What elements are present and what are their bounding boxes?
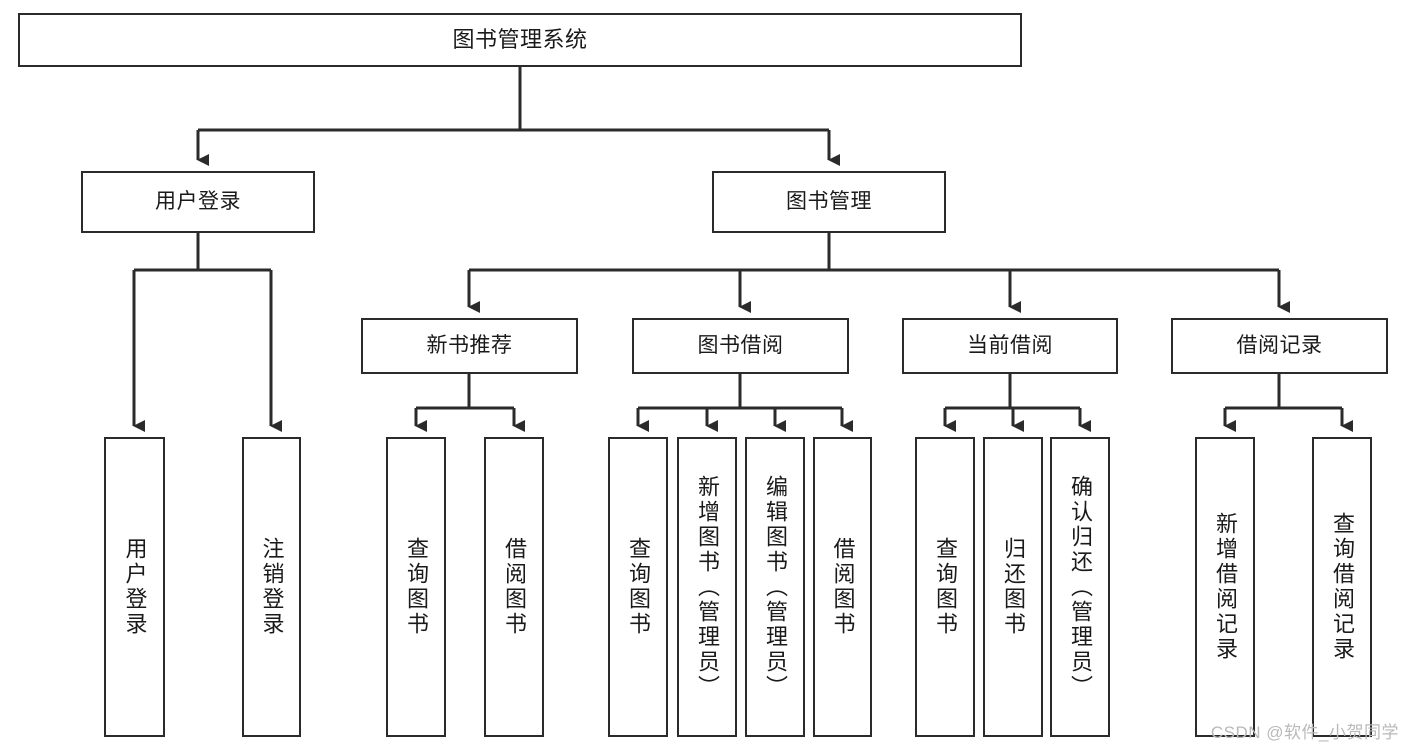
node-leaf-query-book-rec[interactable]: 查询图书 xyxy=(386,437,446,737)
node-current-borrow[interactable]: 当前借阅 xyxy=(902,318,1118,374)
node-leaf-user-login-label: 用户登录 xyxy=(122,537,148,637)
node-leaf-user-login[interactable]: 用户登录 xyxy=(104,437,165,737)
node-leaf-edit-book-label: 编辑图书（管理员） xyxy=(763,474,788,700)
node-leaf-add-book[interactable]: 新增图书（管理员） xyxy=(677,437,737,737)
node-borrow-record-label: 借阅记录 xyxy=(1236,333,1323,357)
node-user-login[interactable]: 用户登录 xyxy=(81,171,315,233)
node-leaf-borrow-book-label: 借阅图书 xyxy=(830,537,856,637)
node-root[interactable]: 图书管理系统 xyxy=(18,13,1022,67)
node-leaf-query-book-cur-label: 查询图书 xyxy=(933,537,958,637)
node-leaf-user-logout-label: 注销登录 xyxy=(259,537,285,637)
node-current-borrow-label: 当前借阅 xyxy=(967,333,1053,357)
node-leaf-query-record-label: 查询借阅记录 xyxy=(1330,512,1355,662)
node-leaf-borrow-book[interactable]: 借阅图书 xyxy=(813,437,872,737)
node-leaf-add-book-label: 新增图书（管理员） xyxy=(695,474,720,700)
node-leaf-borrow-book-rec[interactable]: 借阅图书 xyxy=(484,437,544,737)
node-leaf-edit-book[interactable]: 编辑图书（管理员） xyxy=(745,437,805,737)
node-leaf-query-book-borrow-label: 查询图书 xyxy=(626,537,651,637)
node-new-book-rec-label: 新书推荐 xyxy=(426,333,513,357)
csdn-watermark: CSDN @软件_小贺同学 xyxy=(1210,723,1399,742)
node-leaf-borrow-book-rec-label: 借阅图书 xyxy=(502,537,527,637)
node-new-book-rec[interactable]: 新书推荐 xyxy=(361,318,578,374)
node-book-manage-label: 图书管理 xyxy=(786,189,872,213)
node-root-label: 图书管理系统 xyxy=(452,27,588,53)
node-borrow-record[interactable]: 借阅记录 xyxy=(1171,318,1388,374)
node-book-manage[interactable]: 图书管理 xyxy=(712,171,946,233)
node-leaf-return-book-label: 归还图书 xyxy=(1001,537,1026,637)
node-leaf-add-record[interactable]: 新增借阅记录 xyxy=(1195,437,1255,737)
node-leaf-add-record-label: 新增借阅记录 xyxy=(1213,512,1238,662)
node-book-borrow[interactable]: 图书借阅 xyxy=(632,318,849,374)
node-leaf-query-book-rec-label: 查询图书 xyxy=(404,537,429,637)
node-leaf-query-book-borrow[interactable]: 查询图书 xyxy=(608,437,668,737)
node-leaf-query-book-cur[interactable]: 查询图书 xyxy=(915,437,975,737)
node-book-borrow-label: 图书借阅 xyxy=(697,333,784,357)
node-leaf-confirm-return[interactable]: 确认归还（管理员） xyxy=(1050,437,1110,737)
node-leaf-confirm-return-label: 确认归还（管理员） xyxy=(1068,474,1093,700)
node-leaf-user-logout[interactable]: 注销登录 xyxy=(242,437,301,737)
node-leaf-query-record[interactable]: 查询借阅记录 xyxy=(1312,437,1372,737)
node-leaf-return-book[interactable]: 归还图书 xyxy=(983,437,1043,737)
node-user-login-label: 用户登录 xyxy=(155,189,241,213)
